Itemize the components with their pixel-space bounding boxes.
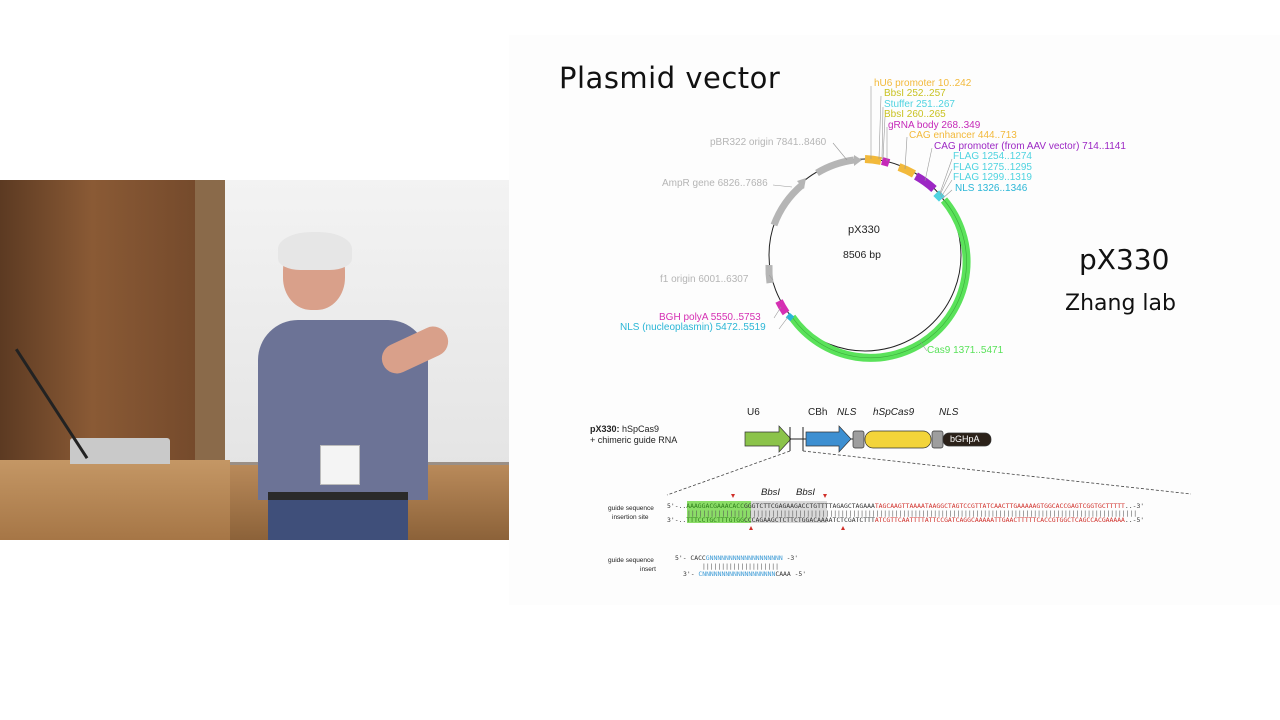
ampr-arrowhead <box>797 178 806 189</box>
u6-arrow <box>744 425 792 453</box>
cas9-box <box>864 430 932 449</box>
feature-label-hu6: hU6 promoter 10..242 <box>874 78 972 89</box>
plasmid-size: 8506 bp <box>843 249 881 261</box>
guide-insert-pairs: |||||||||||||||||||| <box>702 562 779 570</box>
pbr322-arc <box>815 156 855 177</box>
feature-label-ampr: AmpR gene 6826..7686 <box>662 178 768 189</box>
feature-label-pbr322: pBR322 origin 7841..8460 <box>710 137 827 148</box>
feature-label-bgh: BGH polyA 5550..5753 <box>659 312 761 323</box>
nls1-box <box>852 430 865 449</box>
feature-label-f1: f1 origin 6001..6307 <box>660 274 749 285</box>
slide-title: Plasmid vector <box>559 61 781 95</box>
bghpa-box <box>942 432 992 447</box>
bbsi-label-1: BbsI <box>761 487 781 498</box>
speaker-belt <box>268 492 408 502</box>
laptop <box>70 438 170 464</box>
podium <box>0 460 230 540</box>
grna-arc <box>881 157 891 167</box>
hu6-arc <box>864 155 882 165</box>
feature-label-bbsi2: BbsI 260..265 <box>884 109 946 120</box>
cas9-arc-outline <box>791 199 967 359</box>
cag-enhancer-arc <box>897 163 916 178</box>
nls2-label: NLS <box>939 407 959 418</box>
bghpa-label: bGHpA <box>950 434 980 444</box>
bgh-arc <box>775 299 790 316</box>
feature-label-nls-nucleoplasmin: NLS (nucleoplasmin) 5472..5519 <box>620 322 766 333</box>
u6-label: U6 <box>747 407 760 418</box>
feature-label-cag-promoter: CAG promoter (from AAV vector) 714..1141 <box>934 141 1126 152</box>
guide-insert-bottom: 3'- CNNNNNNNNNNNNNNNNNNNCAAA -5' <box>683 570 807 578</box>
plasmid-side-name: pX330 <box>1079 243 1170 276</box>
insertion-label-1: guide sequence <box>608 505 654 512</box>
name-badge <box>320 445 360 485</box>
insertion-pairs: ||||||||||||||||||||||||||||||||||||||||… <box>687 509 1138 517</box>
nls2-box <box>931 430 944 449</box>
feature-label-flag3: FLAG 1299..1319 <box>953 172 1032 183</box>
speaker-video <box>0 180 509 540</box>
feature-label-grna: gRNA body 268..349 <box>888 120 981 131</box>
speaker-hair <box>278 232 352 270</box>
flag-mark <box>933 190 945 202</box>
guide-insert-top: 5'- CACCGNNNNNNNNNNNNNNNNNNN -3' <box>675 554 799 562</box>
feature-label-nls: NLS 1326..1346 <box>955 183 1028 194</box>
pbr322-arrowhead <box>854 155 862 166</box>
feature-label-bbsi1: BbsI 252..257 <box>884 88 946 99</box>
guide-insert-label-1: guide sequence <box>608 557 654 564</box>
cbh-label: CBh <box>808 407 828 418</box>
feature-label-cas9: Cas9 1371..5471 <box>927 345 1004 356</box>
nls1-label: NLS <box>837 407 857 418</box>
construct-name: pX330: hSpCas9 <box>590 424 660 434</box>
lab-name: Zhang lab <box>1065 291 1176 316</box>
insertion-top-strand: 5'-..AAAGGACGAAACACCGGGTCTTCGAGAAGACCTGT… <box>667 502 1145 510</box>
cbh-arrow <box>805 425 852 453</box>
feature-label-cag-enhancer: CAG enhancer 444..713 <box>909 130 1017 141</box>
construct-subtitle: + chimeric guide RNA <box>590 435 678 445</box>
speaker-pants <box>268 500 408 540</box>
bbsi-label-2: BbsI <box>796 487 816 498</box>
construct-schematic <box>666 425 1192 530</box>
insertion-bottom-strand: 3'-..TTTCCTGCTTTGTGGCCCAGAAGCTCTTCTGGACA… <box>667 516 1145 524</box>
plasmid-name: pX330 <box>848 224 880 236</box>
presentation-slide: Plasmid vector pX330 Zhang lab <box>509 35 1280 605</box>
cag-promoter-arc <box>913 172 937 193</box>
guide-insert-label-2: insert <box>640 566 656 573</box>
plasmid-map <box>666 86 1192 530</box>
nls-nucleoplasmin-mark <box>785 312 795 322</box>
feature-label-flag1: FLAG 1254..1274 <box>953 151 1032 162</box>
ampr-arc <box>770 182 805 227</box>
cas9-label: hSpCas9 <box>873 407 915 418</box>
feature-label-stuffer: Stuffer 251..267 <box>884 99 955 110</box>
feature-label-flag2: FLAG 1275..1295 <box>953 162 1032 173</box>
insertion-label-2: insertion site <box>612 514 649 521</box>
f1-arc <box>765 264 774 284</box>
feature-leader-lines <box>768 86 953 352</box>
